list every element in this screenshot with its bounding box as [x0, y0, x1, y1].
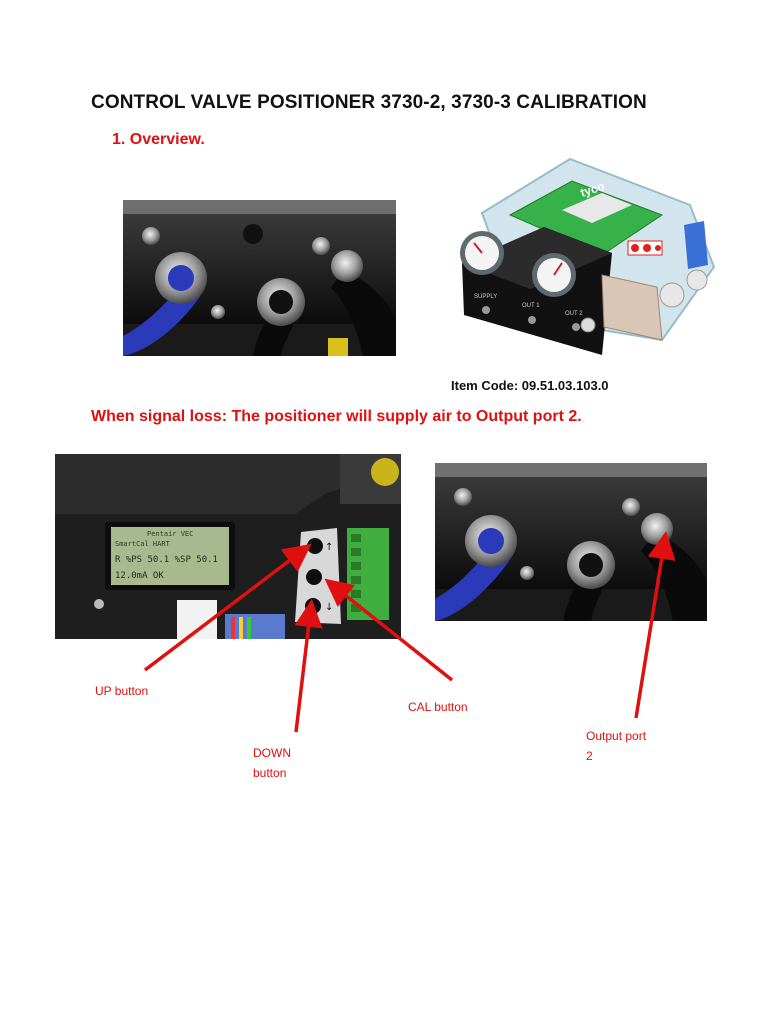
callout-output-line-1: Output port: [586, 729, 647, 743]
callout-output-port-2: Output port 2: [586, 726, 646, 766]
cal-button-icon: [306, 569, 322, 585]
callout-down-button: DOWN button: [253, 743, 291, 783]
callout-cal-button: CAL button: [408, 700, 468, 714]
arrow-down-button: [294, 599, 323, 733]
port-label-out2: OUT 2: [565, 311, 583, 317]
section-heading-overview: 1. Overview.: [112, 131, 205, 148]
lcd-line-3: R %PS 50.1 %SP 50.1: [115, 555, 218, 565]
signal-loss-note: When signal loss: The positioner will su…: [91, 408, 582, 425]
lcd-line-1: Pentair VEC: [147, 530, 193, 538]
lcd-screen: [111, 527, 229, 585]
photo-manifold-ports: [123, 200, 396, 356]
callout-down-line-2: button: [253, 766, 287, 780]
document-title: CONTROL VALVE POSITIONER 3730-2, 3730-3 …: [91, 92, 647, 113]
lcd-line-4: 12.0mA OK: [115, 571, 164, 581]
callout-output-line-2: 2: [586, 749, 593, 763]
arrow-up-button: [143, 543, 312, 672]
lcd-line-2: SmartCal HART: [115, 540, 171, 548]
arrow-output-port-2: [634, 531, 676, 719]
item-code: Item Code: 09.51.03.103.0: [451, 378, 609, 393]
diagram-positioner: tyco SUPPLY OUT 1 OUT 2: [452, 155, 720, 367]
svg-text:↓: ↓: [325, 602, 333, 613]
svg-text:↑: ↑: [325, 542, 333, 553]
port-label-out1: OUT 1: [522, 303, 540, 309]
callout-down-line-1: DOWN: [253, 746, 291, 760]
arrow-cal-button: [324, 578, 454, 682]
screw-icon: [142, 227, 160, 245]
callout-up-button: UP button: [95, 684, 149, 698]
port-label-supply: SUPPLY: [474, 294, 497, 300]
